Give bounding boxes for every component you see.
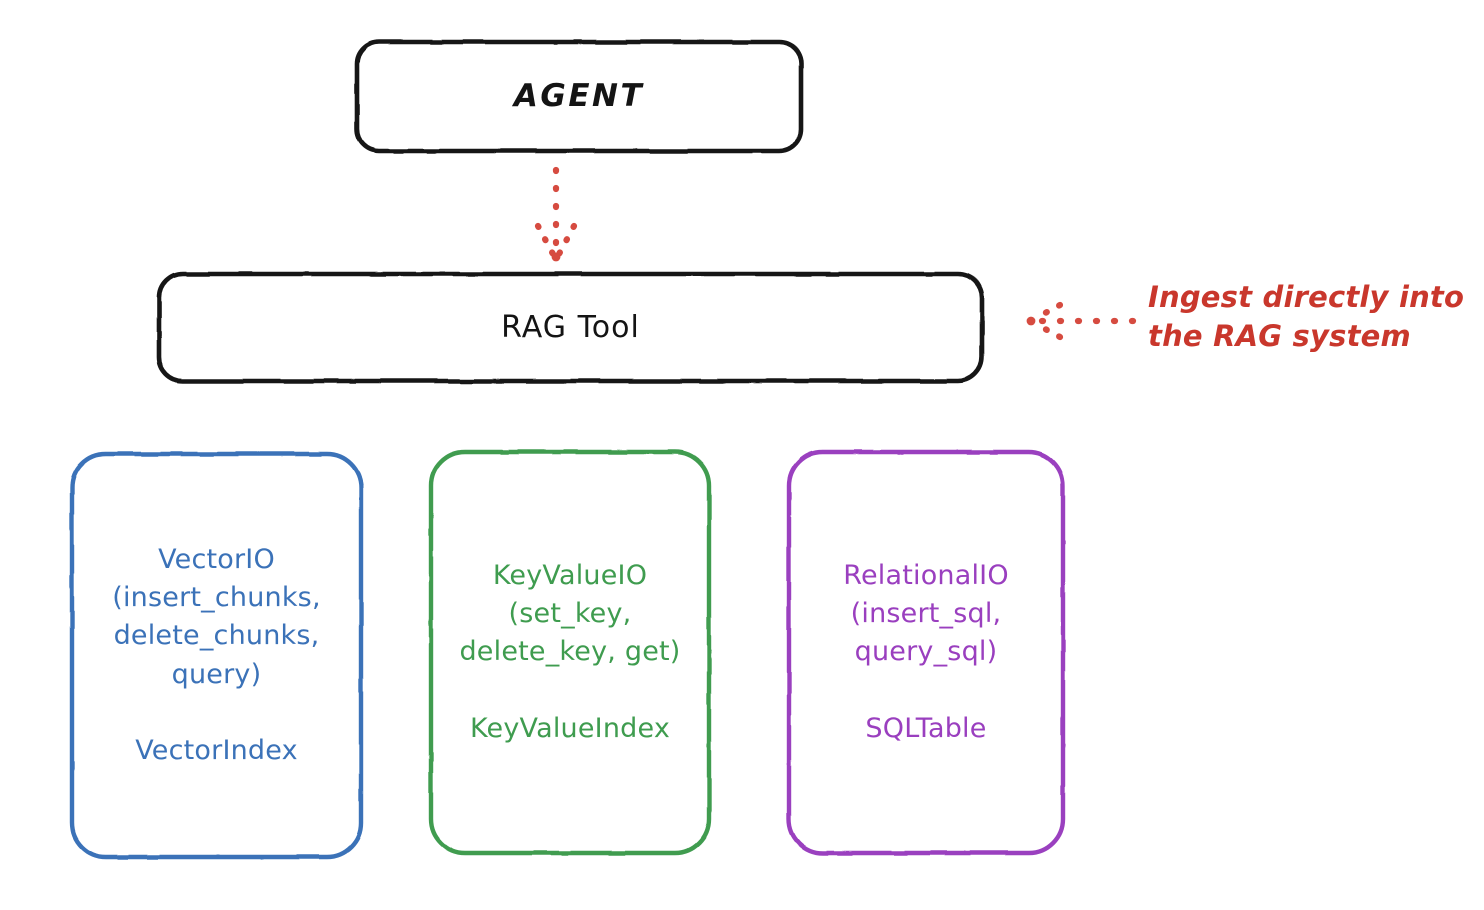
relational-io-box-outline: [786, 449, 1066, 856]
relational-io-label: RelationalIO (insert_sql, query_sql) SQL…: [843, 559, 1009, 744]
agent-label: AGENT: [513, 78, 645, 115]
rag-tool-box-outline: [156, 271, 985, 384]
key-value-io-box-outline: [428, 449, 712, 856]
relational-io-node[interactable]: RelationalIO (insert_sql, query_sql) SQL…: [787, 450, 1065, 855]
agent-node[interactable]: AGENT: [355, 40, 803, 153]
rag-tool-label: RAG Tool: [501, 310, 640, 345]
vector-io-node[interactable]: VectorIO (insert_chunks, delete_chunks, …: [70, 452, 363, 859]
vector-io-label: VectorIO (insert_chunks, delete_chunks, …: [112, 543, 321, 767]
key-value-io-node[interactable]: KeyValueIO (set_key, delete_key, get) Ke…: [429, 450, 711, 855]
rag-tool-node[interactable]: RAG Tool: [157, 272, 984, 383]
agent-box-outline: [354, 39, 804, 154]
vector-io-box-outline: [69, 451, 364, 860]
ingest-to-rag-tool-arrow: [1026, 301, 1137, 341]
ingest-annotation-text: Ingest directly into the RAG system: [1148, 280, 1465, 353]
key-value-io-label: KeyValueIO (set_key, delete_key, get) Ke…: [459, 559, 681, 744]
agent-to-rag-tool-arrow: [534, 166, 578, 262]
